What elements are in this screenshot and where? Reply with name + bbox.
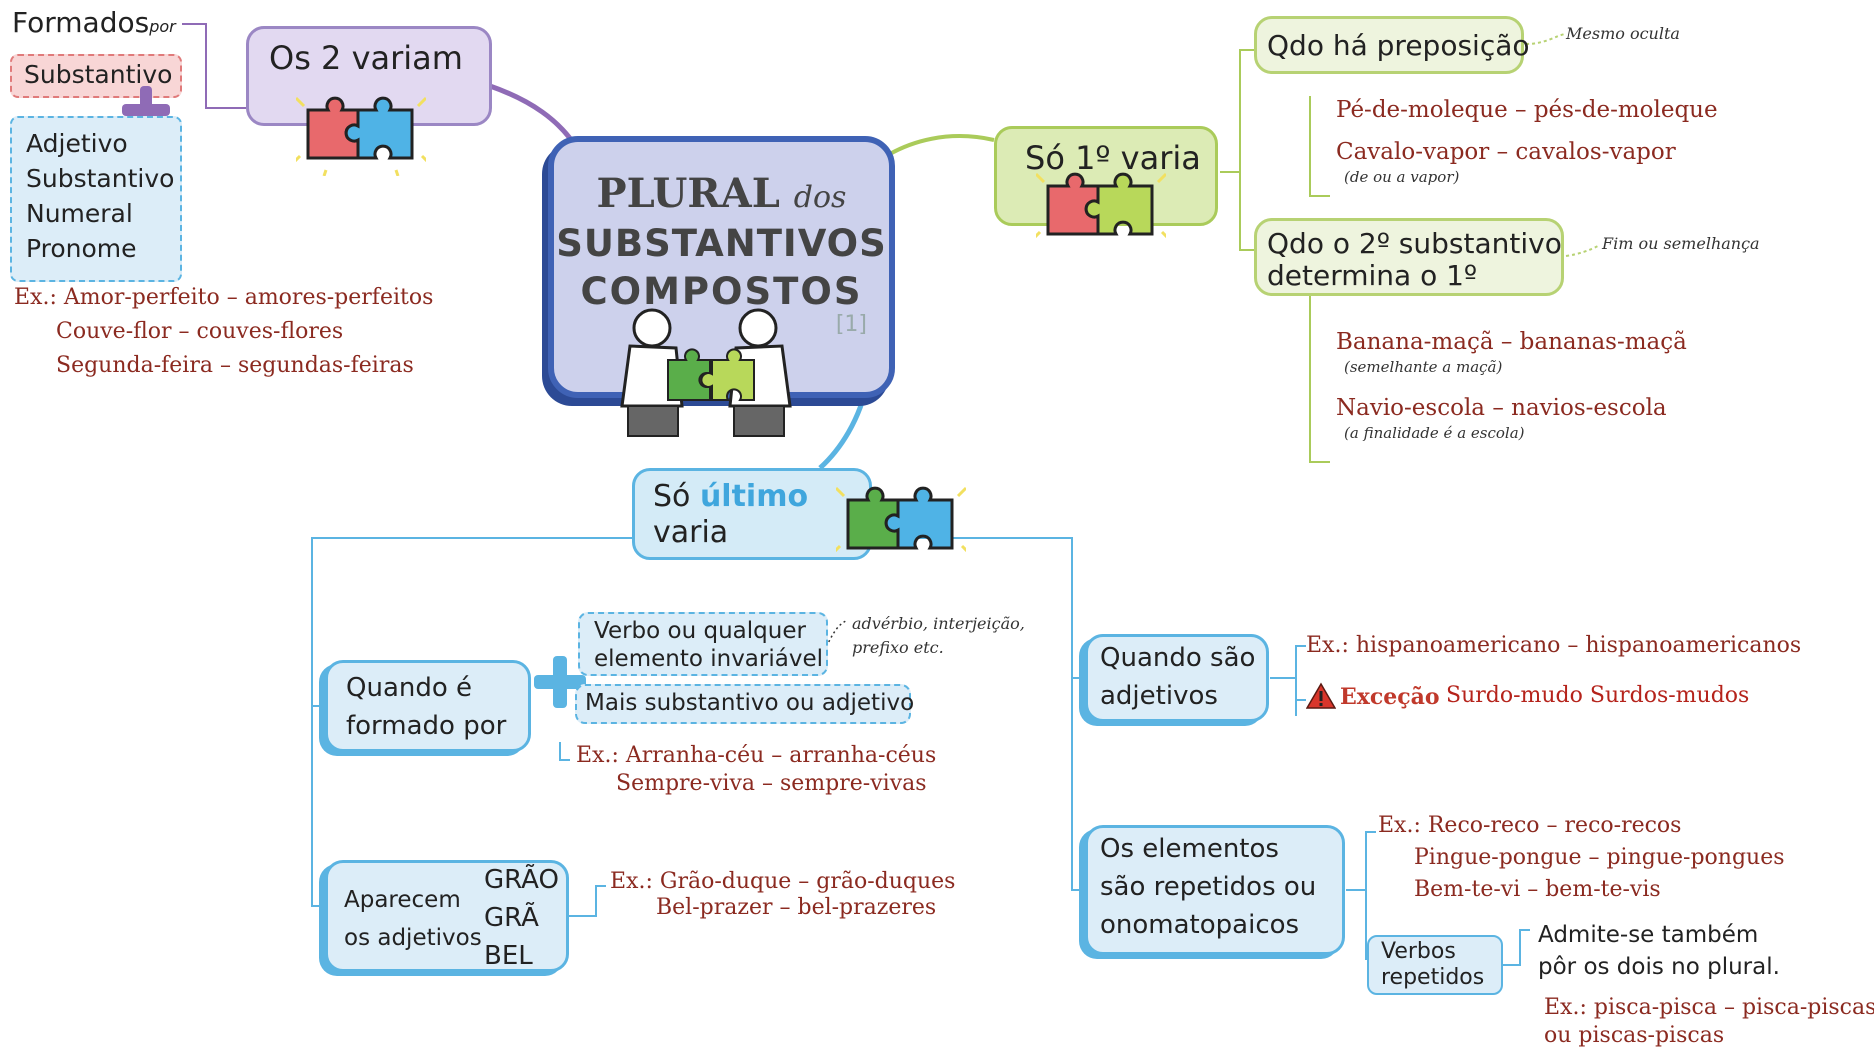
repetidos-line1: Os elementos bbox=[1100, 834, 1279, 864]
quando-formado-line1: Quando é bbox=[346, 673, 473, 703]
quando-adjetivos-node: Quando são adjetivos bbox=[1085, 634, 1269, 722]
preposicao-note: Mesmo oculta bbox=[1566, 24, 1680, 43]
repetidos-line2: são repetidos ou bbox=[1100, 872, 1317, 902]
center-title-line1: PLURAL dos bbox=[596, 170, 847, 217]
preposicao-example-2-note: (de ou a vapor) bbox=[1344, 168, 1460, 186]
verbos-example-1: Ex.: pisca-pisca – pisca-piscas bbox=[1544, 995, 1874, 1020]
word-class-numeral: Numeral bbox=[26, 199, 133, 228]
adjetivo-gra: GRÃ bbox=[484, 903, 539, 933]
preposicao-example-2: Cavalo-vapor – cavalos-vapor bbox=[1336, 139, 1676, 165]
aparecem-adjetivos-node: Aparecem os adjetivos GRÃO GRÃ BEL bbox=[325, 860, 569, 972]
excecao-text: Surdo-mudo Surdos-mudos bbox=[1446, 683, 1750, 708]
segundo-example-2-note: (a finalidade é a escola) bbox=[1344, 424, 1525, 442]
aparecem-line1: Aparecem bbox=[344, 887, 461, 913]
quando-formado-example-2: Sempre-viva – sempre-vivas bbox=[616, 771, 927, 796]
preposicao-label: Qdo há preposição bbox=[1267, 29, 1530, 62]
ultimo-title-so: Só bbox=[653, 479, 691, 514]
verbos-repetidos-node: Verbos repetidos bbox=[1367, 935, 1503, 995]
reference-marker: [1] bbox=[835, 312, 867, 337]
people-puzzle-illustration bbox=[620, 308, 792, 437]
excecao-label: Exceção bbox=[1340, 684, 1440, 710]
segundo-determina-node: Qdo o 2º substantivo determina o 1º bbox=[1254, 218, 1564, 296]
verbos-line2: repetidos bbox=[1381, 965, 1485, 990]
mais-substantivo-label: Mais substantivo ou adjetivo bbox=[585, 690, 915, 716]
adjetivos-example: Ex.: hispanoamericano – hispanoamericano… bbox=[1306, 633, 1802, 658]
segundo-label-line1: Qdo o 2º substantivo bbox=[1267, 227, 1562, 260]
os2-title: Os 2 variam bbox=[269, 39, 463, 77]
ultimo-varia-node: Só último varia bbox=[632, 468, 872, 560]
so1-title: Só 1º varia bbox=[1025, 139, 1201, 177]
center-topic: PLURAL dos SUBSTANTIVOS COMPOSTOS [1] bbox=[548, 136, 895, 398]
ultimo-title-varia: varia bbox=[653, 515, 729, 550]
word-class-substantivo: Substantivo bbox=[26, 164, 175, 193]
preposicao-example-1: Pé-de-moleque – pés-de-moleque bbox=[1336, 97, 1718, 123]
quando-formado-example-1: Ex.: Arranha-céu – arranha-céus bbox=[576, 743, 937, 768]
repetidos-example-2: Pingue-pongue – pingue-pongues bbox=[1414, 845, 1785, 870]
adjetivos-line1: Quando são bbox=[1100, 643, 1256, 673]
verbo-line1: Verbo ou qualquer bbox=[594, 618, 806, 644]
substantivo-label: Substantivo bbox=[24, 60, 173, 89]
preposicao-node: Qdo há preposição bbox=[1254, 16, 1530, 74]
verbo-note-line2: prefixo etc. bbox=[852, 638, 944, 657]
os2-example-1: Ex.: Amor-perfeito – amores-perfeitos bbox=[14, 285, 434, 310]
quando-formado-node: Quando é formado por bbox=[325, 660, 531, 752]
puzzle-icon bbox=[296, 96, 426, 176]
mais-substantivo-box: Mais substantivo ou adjetivo bbox=[575, 684, 915, 724]
plus-icon bbox=[534, 656, 586, 708]
repetidos-example-3: Bem-te-vi – bem-te-vis bbox=[1414, 877, 1661, 902]
word-class-adjetivo: Adjetivo bbox=[26, 129, 128, 158]
repetidos-line3: onomatopaicos bbox=[1100, 910, 1300, 940]
quando-formado-line2: formado por bbox=[346, 711, 507, 741]
word-class-list: Adjetivo Substantivo Numeral Pronome bbox=[10, 116, 182, 282]
segundo-example-2: Navio-escola – navios-escola bbox=[1336, 395, 1667, 421]
verbo-note-line1: advérbio, interjeição, bbox=[852, 614, 1025, 633]
adjetivo-grao: GRÃO bbox=[484, 865, 559, 895]
repetidos-example-1: Ex.: Reco-reco – reco-recos bbox=[1378, 813, 1682, 838]
aparecem-example-2: Bel-prazer – bel-prazeres bbox=[656, 895, 937, 920]
verbos-example-2: ou piscas-piscas bbox=[1544, 1023, 1725, 1048]
center-title-line2: SUBSTANTIVOS bbox=[556, 222, 887, 265]
os2-example-3: Segunda-feira – segundas-feiras bbox=[56, 353, 414, 378]
elementos-repetidos-node: Os elementos são repetidos ou onomatopai… bbox=[1085, 825, 1345, 955]
aparecem-line2: os adjetivos bbox=[344, 925, 482, 951]
warning-icon bbox=[1306, 682, 1336, 709]
center-title-line3: COMPOSTOS bbox=[580, 270, 863, 313]
substantivo-box: Substantivo bbox=[10, 54, 182, 98]
verbo-invariavel-box: Verbo ou qualquer elemento invariável bbox=[578, 612, 828, 676]
word-class-pronome: Pronome bbox=[26, 234, 137, 263]
aparecem-example-1: Ex.: Grão-duque – grão-duques bbox=[610, 869, 956, 894]
adjetivo-bel: BEL bbox=[484, 941, 533, 971]
verbos-line1: Verbos bbox=[1381, 939, 1456, 964]
verbo-line2: elemento invariável bbox=[594, 646, 823, 672]
puzzle-icon bbox=[836, 486, 966, 553]
os2-example-2: Couve-flor – couves-flores bbox=[56, 319, 344, 344]
ultimo-title-highlight: último bbox=[699, 479, 809, 514]
segundo-example-1: Banana-maçã – bananas-maçã bbox=[1336, 329, 1687, 355]
segundo-example-1-note: (semelhante a maçã) bbox=[1344, 358, 1503, 376]
admite-line2: pôr os dois no plural. bbox=[1538, 954, 1780, 980]
admite-line1: Admite-se também bbox=[1538, 922, 1759, 948]
segundo-note: Fim ou semelhança bbox=[1602, 234, 1760, 253]
formados-label: Formadospor bbox=[12, 6, 176, 39]
adjetivos-line2: adjetivos bbox=[1100, 681, 1218, 711]
segundo-label-line2: determina o 1º bbox=[1267, 259, 1478, 292]
puzzle-icon bbox=[1036, 172, 1166, 239]
so1-varia-node: Só 1º varia bbox=[994, 126, 1218, 226]
